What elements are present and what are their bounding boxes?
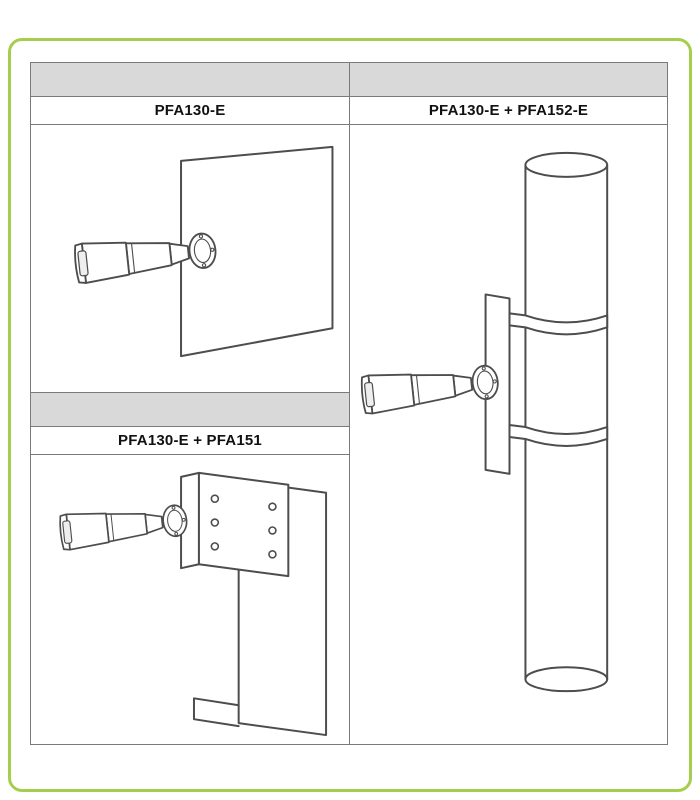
panel-header-bar	[31, 393, 349, 427]
panel-title: PFA130-E	[31, 97, 349, 125]
bullet-camera-icon	[57, 501, 190, 552]
table-left-column: PFA130-E PFA130-E + PFA151	[31, 63, 350, 744]
panel-wall-mount: PFA130-E	[31, 63, 349, 393]
table-right-column: PFA130-E + PFA152-E	[350, 63, 667, 744]
panel-header-bar	[350, 63, 667, 97]
pole-mount-illustration	[350, 125, 667, 744]
panel-title: PFA130-E + PFA151	[31, 427, 349, 455]
bullet-camera-icon	[359, 361, 501, 416]
bracket-plate	[197, 471, 290, 578]
panel-corner-mount: PFA130-E + PFA151	[31, 393, 349, 744]
wall-ledge-lines	[192, 697, 240, 728]
panel-pole-mount: PFA130-E + PFA152-E	[350, 63, 667, 744]
corner-mount-illustration	[31, 455, 349, 744]
pole-strap-upper	[508, 312, 609, 336]
pole-strap-lower	[508, 424, 609, 447]
bullet-camera-wall-mount-drawing	[72, 145, 334, 358]
pole-top	[524, 151, 609, 178]
bullet-camera-corner-mount-drawing	[57, 471, 328, 737]
bullet-camera-pole-mount-drawing	[359, 151, 609, 693]
wall-mount-illustration	[31, 125, 349, 392]
wall-shape	[180, 145, 334, 358]
mounting-options-table: PFA130-E PFA130-E + PFA151	[30, 62, 668, 745]
panel-header-bar	[31, 63, 349, 97]
pole-bottom	[524, 666, 609, 693]
panel-title: PFA130-E + PFA152-E	[350, 97, 667, 125]
